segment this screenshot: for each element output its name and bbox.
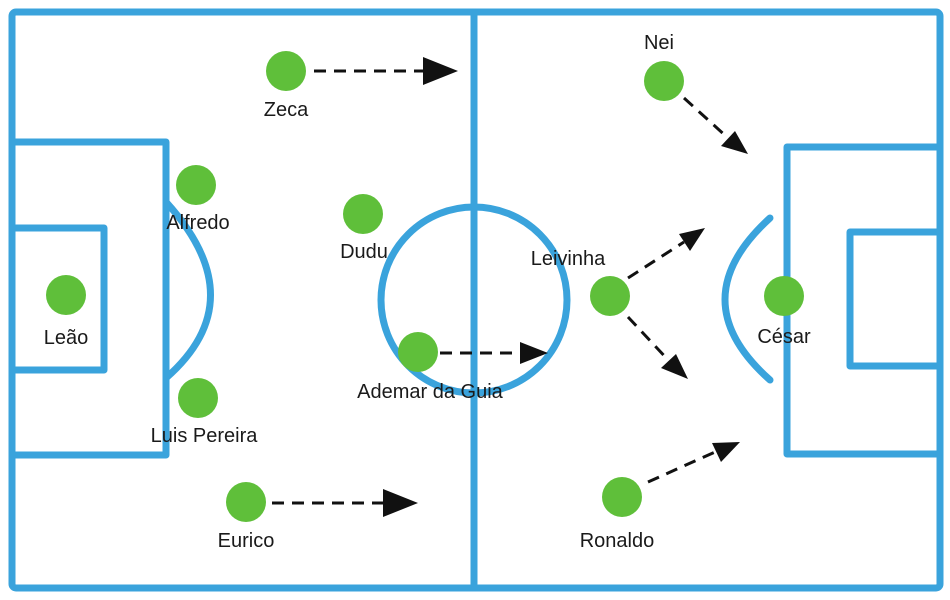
player-name: Alfredo: [166, 212, 229, 234]
arrow-nei-head: [721, 131, 748, 154]
left-penalty-box: [10, 138, 170, 459]
player-name: César: [757, 326, 811, 348]
player-ademar-da-guia: Ademar da Guia: [357, 332, 504, 403]
player-name: Luis Pereira: [151, 425, 259, 447]
players: Leão Alfredo Luis Pereira Zeca Dudu Adem…: [44, 32, 811, 552]
arrow-ronaldo-line: [647, 450, 716, 484]
player-dot: [343, 194, 383, 234]
player-luis-pereira: Luis Pereira: [151, 378, 259, 447]
player-dot: [764, 276, 804, 316]
player-dot: [46, 275, 86, 315]
player-name: Ronaldo: [580, 530, 655, 552]
right-penalty-box: [783, 143, 942, 458]
right-penalty-arc: [721, 214, 774, 384]
player-name: Ademar da Guia: [357, 381, 504, 403]
player-dot: [398, 332, 438, 372]
arrow-leivinha-down-head: [661, 354, 688, 379]
player-dot: [644, 61, 684, 101]
arrow-leivinha-up-line: [627, 240, 685, 280]
field-markings: [8, 8, 944, 592]
player-dot: [602, 477, 642, 517]
player-dot: [176, 165, 216, 205]
left-goal-box: [10, 224, 108, 374]
player-name: Leivinha: [531, 248, 606, 270]
player-ronaldo: Ronaldo: [580, 477, 655, 552]
player-dot: [590, 276, 630, 316]
arrow-ronaldo-head: [712, 442, 740, 462]
player-name: Zeca: [264, 99, 309, 121]
arrow-eurico-head: [383, 489, 418, 517]
player-dot: [178, 378, 218, 418]
arrow-leivinha-up-head: [679, 228, 705, 251]
arrow-nei-line: [682, 96, 730, 140]
player-dudu: Dudu: [340, 194, 388, 263]
player-dot: [226, 482, 266, 522]
player-nei: Nei: [644, 32, 684, 101]
left-penalty-arc: [162, 198, 214, 382]
player-eurico: Eurico: [218, 482, 275, 552]
player-name: Leão: [44, 327, 89, 349]
arrow-ademar-head: [520, 342, 548, 364]
player-name: Eurico: [218, 530, 275, 552]
right-goal-box: [846, 228, 942, 370]
center-circle: [377, 203, 571, 397]
player-zeca: Zeca: [264, 51, 309, 121]
player-alfredo: Alfredo: [166, 165, 230, 234]
player-dot: [266, 51, 306, 91]
arrow-leivinha-down-line: [626, 315, 672, 364]
player-leao: Leão: [44, 275, 89, 349]
movement-arrows: [272, 57, 748, 517]
player-name: Dudu: [340, 241, 388, 263]
arrow-zeca-head: [423, 57, 458, 85]
player-leivinha: Leivinha: [531, 248, 630, 316]
player-name: Nei: [644, 32, 674, 54]
player-cesar: César: [757, 276, 811, 348]
